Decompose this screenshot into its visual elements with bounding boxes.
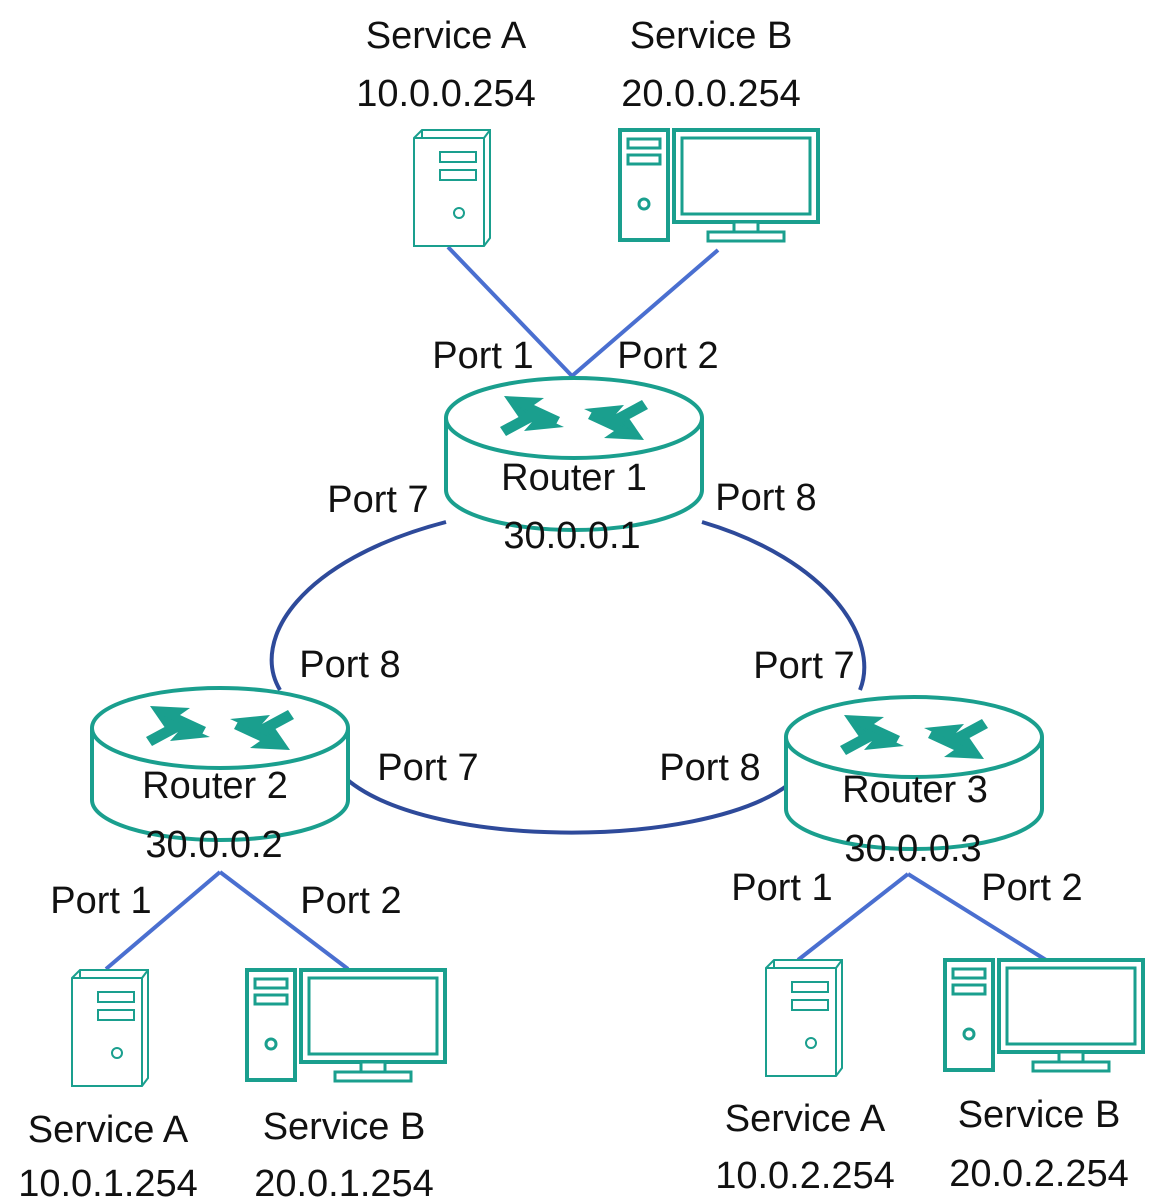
- r3-service-a-ip: 10.0.2.254: [715, 1155, 895, 1197]
- server-tower-icon: [71, 969, 149, 1087]
- r1-port-service-b: Port 2: [617, 335, 718, 377]
- router-3-ip: 30.0.0.3: [844, 828, 981, 870]
- ring-links: [269, 520, 867, 835]
- r2-port-service-b: Port 2: [300, 880, 401, 922]
- link-r3-service-a: [796, 872, 910, 962]
- router-2-name: Router 2: [142, 765, 288, 807]
- r1-service-b-ip: 20.0.0.254: [621, 73, 801, 115]
- server-tower-icon: [413, 129, 491, 247]
- r1-service-b-name: Service B: [630, 15, 793, 57]
- r2-port-to-r3: Port 7: [377, 747, 478, 789]
- r2-service-b: Service B 20.0.1.254: [245, 968, 447, 1201]
- router-2-icon: [90, 686, 350, 842]
- r3-port-to-r1: Port 7: [753, 645, 854, 687]
- link-r2-service-a: [104, 870, 222, 971]
- link-r2-service-b: [218, 870, 350, 971]
- router-1: Router 1 30.0.0.1: [444, 376, 704, 557]
- port-labels: Port 1 Port 2 Port 7 Port 8 Port 8 Port …: [50, 335, 1082, 922]
- r3-service-b-name: Service B: [958, 1094, 1121, 1136]
- r1-port-to-r2: Port 7: [327, 479, 428, 521]
- r2-service-b-ip: 20.0.1.254: [254, 1163, 434, 1201]
- r3-service-b: Service B 20.0.2.254: [943, 958, 1145, 1195]
- router-1-ip: 30.0.0.1: [503, 515, 640, 557]
- r2-service-a-ip: 10.0.1.254: [18, 1163, 198, 1201]
- r3-port-to-r2: Port 8: [659, 747, 760, 789]
- link-r1-service-a: [446, 245, 574, 378]
- link-r3-service-b: [906, 872, 1048, 962]
- desktop-computer-icon: [943, 958, 1145, 1073]
- router-3-name: Router 3: [842, 769, 988, 811]
- r3-service-a-name: Service A: [725, 1098, 886, 1140]
- r1-port-service-a: Port 1: [432, 335, 533, 377]
- r3-port-service-a: Port 1: [731, 867, 832, 909]
- r2-service-a-name: Service A: [28, 1109, 189, 1151]
- router-2: Router 2 30.0.0.2: [90, 686, 350, 866]
- link-r1-r3: [701, 520, 867, 691]
- r3-service-a: Service A 10.0.2.254: [715, 959, 895, 1197]
- router-1-name: Router 1: [501, 457, 647, 499]
- router-3: Router 3 30.0.0.3: [784, 695, 1044, 870]
- r3-port-service-b: Port 2: [981, 867, 1082, 909]
- access-links: [104, 245, 1048, 971]
- link-r2-r3: [340, 773, 790, 835]
- r1-service-a: Service A 10.0.0.254: [356, 15, 536, 247]
- r2-service-a: Service A 10.0.1.254: [18, 969, 198, 1201]
- r1-service-a-ip: 10.0.0.254: [356, 73, 536, 115]
- link-r1-r2: [269, 520, 447, 692]
- r2-port-to-r1: Port 8: [299, 644, 400, 686]
- r3-service-b-ip: 20.0.2.254: [949, 1153, 1129, 1195]
- r2-service-b-name: Service B: [263, 1106, 426, 1148]
- server-tower-icon: [765, 959, 843, 1077]
- r1-service-b: Service B 20.0.0.254: [618, 15, 820, 243]
- link-r1-service-b: [570, 248, 720, 378]
- r1-port-to-r3: Port 8: [715, 477, 816, 519]
- desktop-computer-icon: [618, 128, 820, 243]
- router-1-icon: [444, 376, 704, 532]
- router-2-ip: 30.0.0.2: [145, 824, 282, 866]
- desktop-computer-icon: [245, 968, 447, 1083]
- r1-service-a-name: Service A: [366, 15, 527, 57]
- r2-port-service-a: Port 1: [50, 880, 151, 922]
